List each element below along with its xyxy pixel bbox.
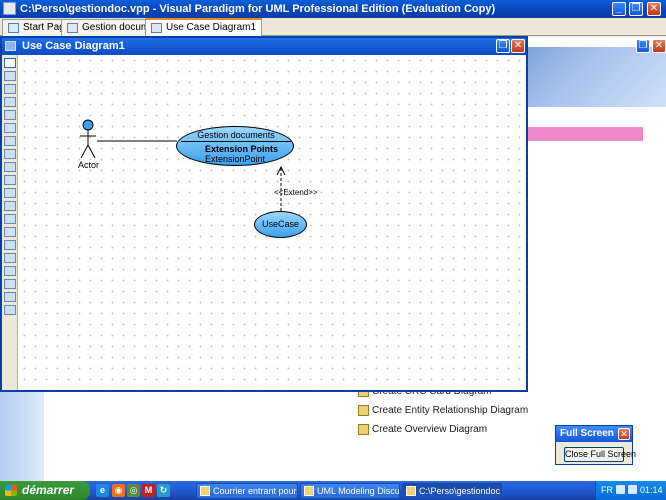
- use-case-tool-icon[interactable]: [4, 110, 16, 120]
- compartment-divider: [181, 141, 291, 142]
- tab-label: Use Case Diagram1: [166, 22, 257, 33]
- use-case-diagram-icon: [151, 23, 162, 33]
- constraint-tool-icon[interactable]: [4, 279, 16, 289]
- start-button[interactable]: démarrer: [0, 481, 90, 500]
- close-button[interactable]: ✕: [647, 2, 661, 16]
- note-tool-icon[interactable]: [4, 84, 16, 94]
- include-tool-icon[interactable]: [4, 162, 16, 172]
- taskbar-item-visual-paradigm[interactable]: C:\Perso\gestiondoc....: [402, 483, 502, 499]
- tab-use-case-diagram1[interactable]: Use Case Diagram1: [145, 18, 263, 37]
- create-overview-diagram-link[interactable]: Create Overview Diagram: [358, 423, 528, 442]
- association-tool-icon[interactable]: [4, 149, 16, 159]
- network-icon[interactable]: [616, 485, 625, 494]
- actor-tool-icon[interactable]: [4, 97, 16, 107]
- full-screen-toolbar: Full Screen ✕ Close Full Screen: [555, 425, 636, 465]
- diagram-restore-button[interactable]: ❐: [496, 39, 510, 53]
- generalization-tool-icon[interactable]: [4, 188, 16, 198]
- taskbar-item-forum[interactable]: UML Modeling Discuss...: [300, 483, 400, 499]
- system-tray: FR 01:14: [595, 481, 666, 500]
- diagram-title: Use Case Diagram1: [22, 40, 125, 52]
- volume-icon[interactable]: [628, 485, 637, 494]
- task-label: Courrier entrant pour...: [213, 486, 298, 496]
- start-label: démarrer: [22, 483, 75, 497]
- link-tool-icon[interactable]: [4, 240, 16, 250]
- diagram-title-bar[interactable]: Use Case Diagram1 ❐ ✕: [2, 38, 526, 55]
- menu-item-label: Create Entity Relationship Diagram: [372, 405, 529, 416]
- system-tool-icon[interactable]: [4, 123, 16, 133]
- firefox-quicklaunch-icon[interactable]: ◉: [112, 484, 125, 497]
- full-screen-title: Full Screen: [560, 428, 614, 439]
- overview-diagram-icon: [358, 424, 369, 435]
- banner-graphic: [520, 47, 666, 107]
- extension-points-title: Extension Points: [205, 144, 279, 154]
- extend-relationship[interactable]: [276, 165, 286, 211]
- diamond-tool-icon[interactable]: [4, 71, 16, 81]
- mail-quicklaunch-icon[interactable]: M: [142, 484, 155, 497]
- actor-label: Actor: [78, 160, 100, 170]
- document-tabs: Start Page Gestion documents Use Case Di…: [0, 18, 666, 37]
- taskbar: démarrer e ◉ ◎ M ↻ Courrier entrant pour…: [0, 481, 666, 500]
- content-restore-button[interactable]: ❐: [636, 39, 650, 53]
- extend-tool-icon[interactable]: [4, 175, 16, 185]
- anchor-tool-icon[interactable]: [4, 253, 16, 263]
- app-icon[interactable]: [3, 2, 16, 15]
- restore-button[interactable]: ❐: [629, 2, 643, 16]
- extension-point: ExtensionPoint: [205, 154, 266, 164]
- full-screen-title-bar[interactable]: Full Screen ✕: [556, 426, 632, 442]
- use-case-secondary[interactable]: UseCase: [254, 211, 307, 238]
- windows-logo-icon: [5, 485, 17, 496]
- diagram-icon: [67, 23, 78, 33]
- language-indicator[interactable]: FR: [601, 485, 613, 495]
- dependency-tool-icon[interactable]: [4, 201, 16, 211]
- title-bar[interactable]: C:\Perso\gestiondoc.vpp - Visual Paradig…: [0, 0, 666, 18]
- more-tools-icon[interactable]: [4, 305, 16, 315]
- window-title: C:\Perso\gestiondoc.vpp - Visual Paradig…: [20, 3, 496, 15]
- actor-figure[interactable]: [80, 119, 96, 159]
- ie-quicklaunch-icon[interactable]: e: [96, 484, 109, 497]
- close-full-screen-button[interactable]: Close Full Screen: [564, 447, 636, 462]
- create-erd-link[interactable]: Create Entity Relationship Diagram: [358, 404, 528, 423]
- taskbar-item-mail[interactable]: Courrier entrant pour...: [196, 483, 298, 499]
- browser-icon: [304, 486, 314, 496]
- tab-label: Start Page: [23, 22, 71, 33]
- extend-stereotype-label: <<Extend>>: [274, 188, 318, 197]
- diagram-palette: [2, 55, 18, 390]
- selector-tool-icon[interactable]: [4, 58, 16, 68]
- erd-icon: [358, 405, 369, 416]
- menu-item-label: Create Overview Diagram: [372, 424, 488, 435]
- mail-icon: [200, 486, 210, 496]
- clock: 01:14: [640, 485, 663, 495]
- tab-start-page[interactable]: Start Page: [2, 19, 77, 36]
- diagram-close-button[interactable]: ✕: [511, 39, 525, 53]
- start-page-icon: [8, 23, 19, 33]
- visual-paradigm-icon: [406, 486, 416, 496]
- use-case-gestion-documents[interactable]: Gestion documents Extension Points Exten…: [176, 126, 294, 166]
- image-tool-icon[interactable]: [4, 292, 16, 302]
- comment-tool-icon[interactable]: [4, 266, 16, 276]
- highlight-bar: [527, 127, 643, 141]
- task-label: UML Modeling Discuss...: [317, 486, 400, 496]
- package-tool-icon[interactable]: [4, 136, 16, 146]
- use-case-name: Gestion documents: [197, 130, 275, 140]
- tab-label: Gestion documents: [82, 22, 169, 33]
- media-quicklaunch-icon[interactable]: ◎: [127, 484, 140, 497]
- full-screen-close-icon[interactable]: ✕: [618, 428, 630, 440]
- task-label: C:\Perso\gestiondoc....: [419, 486, 502, 496]
- containment-tool-icon[interactable]: [4, 227, 16, 237]
- minimize-button[interactable]: _: [612, 2, 626, 16]
- refresh-quicklaunch-icon[interactable]: ↻: [157, 484, 170, 497]
- use-case-diagram-icon: [5, 41, 16, 51]
- realization-tool-icon[interactable]: [4, 214, 16, 224]
